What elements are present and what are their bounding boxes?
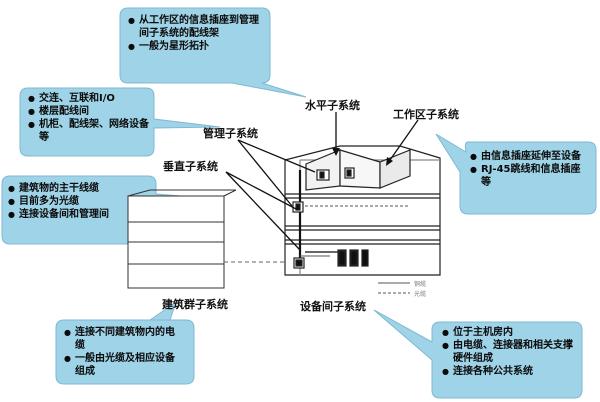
campus-subsystem-points: 连接不同建筑物内的电缆 一般由光缆及相应设备组成 [64, 326, 184, 378]
list-item: 交连、互联和I/O [28, 92, 150, 105]
equipment-room-subsystem-label: 设备间子系统 [300, 300, 366, 313]
list-item: 连接不同建筑物内的电缆 [64, 326, 184, 352]
administration-subsystem-points: 交连、互联和I/O 楼层配线间 机柜、配线架、网络设备等 [28, 92, 150, 144]
main-building [224, 145, 441, 294]
list-item: 由信息插座延伸至设备 [470, 150, 590, 163]
list-item: 目前多为光缆 [8, 195, 152, 208]
backbone-subsystem-label: 垂直子系统 [163, 160, 218, 173]
work-area-subsystem-points: 由信息插座延伸至设备 RJ-45跳线和信息插座等 [470, 150, 590, 189]
pointer-lines [225, 112, 419, 251]
legend-fiber: 光缆 [414, 291, 427, 298]
list-item: 机柜、配线架、网络设备等 [28, 118, 150, 144]
backbone-subsystem-points: 建筑物的主干线缆 目前多为光缆 连接设备间和管理间 [8, 182, 152, 221]
list-item: 位于主机房内 [442, 326, 576, 339]
list-item: 连接设备间和管理间 [8, 208, 152, 221]
horizontal-subsystem-label: 水平子系统 [305, 99, 360, 112]
list-item: 楼层配线间 [28, 105, 150, 118]
campus-subsystem-label: 建筑群子系统 [162, 298, 228, 311]
list-item: 建筑物的主干线缆 [8, 182, 152, 195]
list-item: 一般由光缆及相应设备组成 [64, 352, 184, 378]
list-item: 由电缆、连接器和相关支撑硬件组成 [442, 339, 576, 365]
list-item: 连接各种公共系统 [442, 365, 576, 378]
list-item: 从工作区的信息插座到管理间子系统的配线架 [128, 14, 264, 40]
work-area-subsystem-label: 工作区子系统 [393, 108, 459, 121]
equipment-room-subsystem-points: 位于主机房内 由电缆、连接器和相关支撑硬件组成 连接各种公共系统 [442, 326, 576, 378]
horizontal-subsystem-points: 从工作区的信息插座到管理间子系统的配线架 一般为星形拓扑 [128, 14, 264, 53]
list-item: RJ-45跳线和信息插座等 [470, 163, 590, 189]
list-item: 一般为星形拓扑 [128, 40, 264, 53]
legend-copper: 铜缆 [414, 281, 427, 288]
administration-subsystem-label: 管理子系统 [203, 127, 258, 140]
